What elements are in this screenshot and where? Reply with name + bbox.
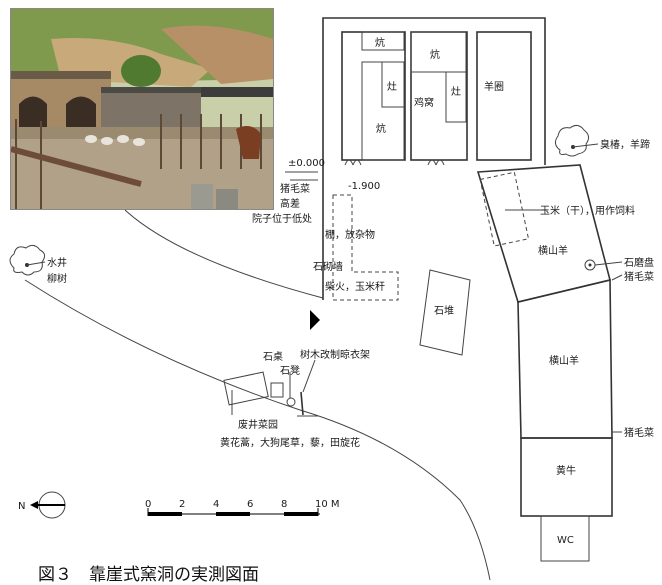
site-photo-drawing	[11, 9, 273, 209]
label-shumu: 树木改制晾衣架	[300, 348, 370, 361]
label-hengshanyang-2: 横山羊	[549, 354, 579, 367]
label-feijing: 废井菜园	[238, 418, 278, 431]
label-yangquan: 羊圈	[484, 80, 504, 93]
scale-bar: 0 2 4 6 8 10 M	[145, 499, 340, 516]
door-left-icon	[344, 159, 362, 166]
label-kang-small: 炕	[375, 36, 385, 49]
label-shizhuo: 石桌	[263, 350, 283, 363]
label-kang-right: 炕	[430, 48, 440, 61]
label-elev-0: ±0.000	[288, 158, 325, 169]
tree-icon-willow	[9, 244, 46, 276]
shed-outline	[332, 194, 399, 301]
cave-room-right	[476, 31, 532, 161]
label-chouchun: 臭椿，羊蹄	[600, 138, 650, 151]
label-hengshanyang-1: 横山羊	[538, 244, 568, 257]
label-elev-1900: -1.900	[348, 181, 380, 192]
wc-box	[540, 515, 590, 562]
label-zao-right: 灶	[451, 85, 461, 98]
abandoned-well-garden	[223, 371, 269, 406]
kang-right-box	[410, 31, 467, 73]
label-zhumaocai-top: 猪毛菜	[280, 183, 310, 195]
scale-tick-4: 4	[213, 499, 219, 510]
stone-table	[270, 382, 284, 398]
cave-outer-wall	[322, 17, 546, 165]
label-shuijing: 水井	[47, 256, 67, 269]
label-shiduo: 石堆	[434, 305, 454, 317]
zao-right-box	[445, 71, 467, 123]
corn-storage	[479, 171, 530, 247]
entrance-arrow-icon	[310, 310, 320, 330]
label-feijing-plants: 黄花蒿，大狗尾草，藜，田旋花	[220, 436, 360, 449]
cattle-pen	[520, 437, 613, 517]
site-photo	[10, 8, 274, 210]
scale-tick-6: 6	[247, 499, 253, 510]
label-chaihuo: 柴火，玉米秆	[325, 280, 385, 293]
label-jiwo: 鸡窝	[414, 96, 434, 109]
label-yumi: 玉米（干），用作饲料	[540, 204, 635, 217]
label-peng: 棚，放杂物	[325, 228, 375, 241]
label-yuanzi: 院子位于低处	[252, 212, 312, 225]
stone-stool	[286, 397, 296, 407]
cave-room-left	[341, 31, 406, 161]
label-liushu: 柳树	[47, 272, 67, 285]
courtyard-boundary-lower	[24, 279, 491, 580]
zao-left-box	[381, 61, 405, 108]
north-arrow-icon: N	[18, 491, 66, 519]
kang-small-box	[361, 31, 405, 51]
tree-icon-chouchun	[554, 124, 590, 157]
label-huangniu: 黄牛	[556, 464, 576, 477]
label-kang-left: 炕	[376, 122, 386, 135]
north-label: N	[18, 501, 25, 512]
leader-lines	[26, 143, 623, 433]
elevation-marks	[285, 171, 318, 181]
label-wc: WC	[557, 535, 574, 546]
scale-tick-10: 10 M	[315, 499, 340, 510]
scale-tick-0: 0	[145, 499, 151, 510]
label-zao-left: 灶	[387, 80, 397, 93]
figure-caption: 図３ 靠崖式窯洞の実測図面	[38, 565, 259, 585]
label-zhumaocai-right1: 猪毛菜	[624, 271, 654, 283]
stone-pile	[419, 269, 471, 356]
door-middle-icon	[427, 159, 445, 166]
label-zhumaocai-right2: 猪毛菜	[624, 427, 654, 439]
label-shiqiqiang: 石砌墙	[313, 260, 343, 273]
scale-tick-8: 8	[281, 499, 287, 510]
scale-tick-2: 2	[179, 499, 185, 510]
sheep-pen-upper	[476, 164, 611, 303]
kang-left-box	[361, 61, 405, 161]
label-shimopan: 石磨盘	[624, 256, 654, 269]
clothes-rack	[300, 391, 304, 416]
courtyard-boundary-upper	[124, 209, 324, 299]
label-gaocha: 高差	[280, 197, 300, 210]
label-shideng: 石凳	[280, 365, 300, 377]
